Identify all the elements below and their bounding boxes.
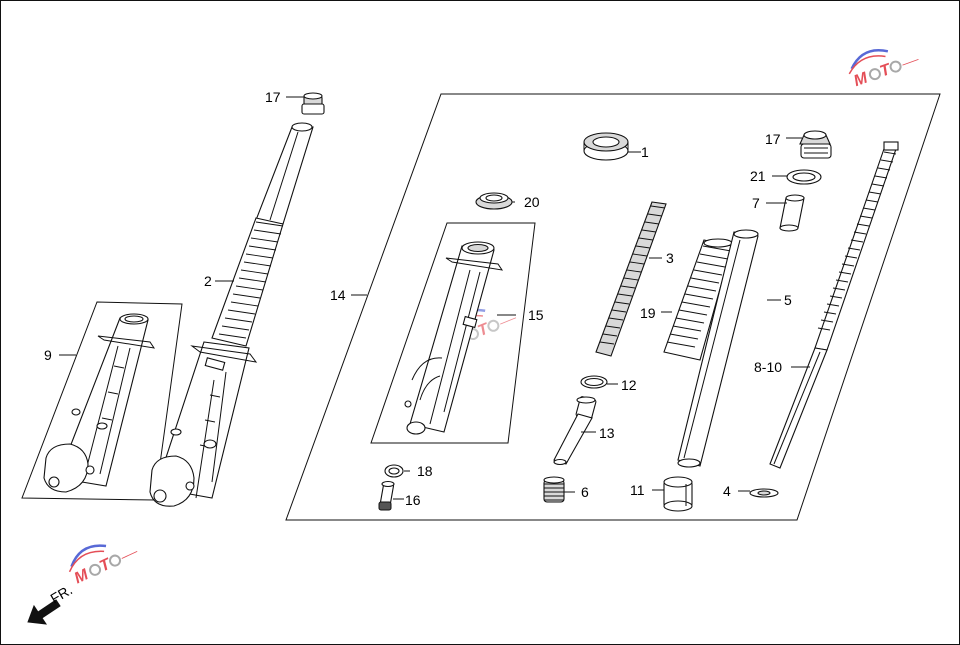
callout-5: 5 [784, 292, 792, 308]
leader-lines [59, 96, 810, 500]
small-spring-part-6 [543, 476, 565, 503]
callout-21: 21 [750, 168, 766, 184]
callout-14: 14 [330, 287, 346, 303]
callout-20: 20 [524, 194, 540, 210]
callout-17b: 17 [765, 131, 781, 147]
outer-tube-part-15 [404, 241, 504, 435]
washer-part-18 [384, 464, 404, 478]
washer-part-4 [749, 488, 779, 498]
callout-17a: 17 [265, 89, 281, 105]
callout-8-10: 8-10 [754, 359, 782, 375]
o-ring-part-12 [580, 375, 608, 389]
watermark-logo-top [843, 35, 923, 93]
fork-spring-part-3 [595, 201, 667, 357]
front-direction-indicator: FR. [27, 581, 75, 625]
dust-seal-part-20 [475, 192, 513, 210]
callout-3: 3 [666, 250, 674, 266]
damper-rod-part-8-10 [769, 141, 899, 469]
callout-6: 6 [581, 484, 589, 500]
fork-cap-bolt-part-17b [799, 130, 832, 159]
fork-boot-part-19 [663, 238, 733, 361]
callout-2: 2 [204, 273, 212, 289]
fork-cap-bolt-part-17a [301, 92, 325, 115]
lower-leg-part-9 [43, 313, 156, 493]
callout-13: 13 [599, 425, 615, 441]
callout-4: 4 [723, 483, 731, 499]
assembly-group-frame-14 [285, 93, 941, 521]
spacer-part-7 [779, 194, 805, 232]
washer-part-21 [786, 169, 822, 185]
callout-labels: 17 2 9 14 15 18 16 20 1 3 19 5 17 21 7 8… [44, 89, 792, 508]
callout-9: 9 [44, 347, 52, 363]
callout-19: 19 [640, 305, 656, 321]
fork-assembly-part-2 [149, 122, 314, 507]
bushing-part-11 [663, 476, 693, 512]
watermark-logo-bottom [62, 528, 142, 590]
callout-18: 18 [417, 463, 433, 479]
arrow-down-left-icon [27, 599, 61, 625]
oil-seal-part-1 [583, 132, 629, 161]
bolt-part-16 [378, 480, 395, 511]
callout-11: 11 [630, 482, 645, 498]
outer-tube-group-frame-15 [370, 222, 536, 444]
callout-1: 1 [641, 144, 649, 160]
callout-7: 7 [752, 195, 760, 211]
callout-16: 16 [405, 492, 421, 508]
callout-12: 12 [621, 377, 637, 393]
inner-tube-part-5 [677, 229, 759, 468]
callout-15: 15 [528, 307, 544, 323]
cylinder-part-13 [553, 396, 597, 466]
